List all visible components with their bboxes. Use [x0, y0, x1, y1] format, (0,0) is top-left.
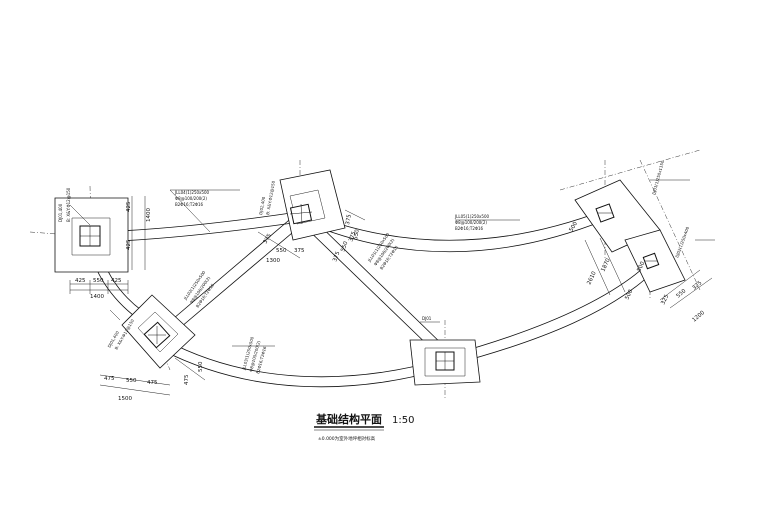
dim-left-3: 425	[111, 278, 122, 284]
dim-r-6: 325	[691, 280, 703, 292]
dim-r-5: 550	[675, 288, 687, 300]
pad-bottom	[409, 339, 481, 386]
dim-top-1: 375	[263, 232, 274, 245]
pad-label-dj01-left: DJ01,400	[58, 203, 63, 222]
pad-top	[279, 169, 346, 241]
dim-r-top-1: 500	[569, 220, 580, 233]
dim-r-8: 500	[636, 260, 646, 273]
axis-lines	[29, 149, 701, 400]
dim-r-2: 1870	[600, 257, 612, 273]
dim-left-7: 425	[126, 239, 132, 250]
dim-top-right-2: 550	[353, 228, 361, 240]
dim-top-7: 375	[348, 230, 357, 242]
dimension-lines	[69, 179, 715, 396]
dim-ll-4: 1500	[118, 396, 132, 402]
dim-top-right-1: 375	[345, 213, 353, 225]
drawing-title: 基础结构平面	[315, 412, 382, 426]
dim-left-4: 1400	[90, 294, 104, 300]
dim-ll-3: 475	[147, 380, 158, 386]
beam-jll04-stirrup: Φ8@100/200(2)	[175, 196, 207, 201]
drawing-scale: 1:50	[392, 415, 414, 426]
pad-right	[574, 179, 686, 293]
dim-r-7: 1200	[691, 310, 706, 324]
pad-label-dj02-right-b: DJ02(1)250x400	[674, 226, 690, 259]
beam-jll04-rebar: B2Φ16;T2Φ16	[175, 202, 204, 207]
drawing-note: ±0.000为室外地坪相对标高	[318, 435, 376, 442]
title-block: 基础结构平面 1:50 ±0.000为室外地坪相对标高	[314, 412, 414, 442]
dim-left-6: 1400	[146, 208, 152, 222]
dim-ll-2: 550	[126, 378, 137, 384]
dimension-text: 425 550 425 1400 425 1400 425 375 550 13…	[75, 201, 706, 402]
pad-lower-left	[121, 294, 196, 369]
grade-beams	[87, 207, 658, 388]
beam-jll05-name: JLL05(1)250x500	[454, 214, 489, 219]
beam-jll05-rebar: B2Φ16;T2Φ16	[455, 226, 484, 231]
dim-top-5: 375	[332, 250, 341, 262]
dim-top-4: 375	[294, 248, 305, 254]
pad-sub-dj01-left: B: X&Y:Φ12@150	[66, 187, 71, 222]
pad-label-dj01-right-a: DJ01(1)250x1150	[651, 160, 665, 196]
pad-label-dj02-top: DJ02,400	[258, 196, 266, 215]
dim-top-6: 550	[340, 240, 349, 252]
dim-top-3: 1300	[266, 258, 280, 264]
dim-top-2: 550	[276, 248, 287, 254]
dim-r-1: 2610	[586, 270, 598, 286]
dim-ll-6: 550	[198, 361, 204, 372]
dim-left-5: 425	[126, 201, 132, 212]
dim-r-4: 325	[660, 293, 670, 306]
beam-jll05-stirrup: Φ8@100/200(2)	[455, 220, 487, 225]
beam-jll04-name: JLL04(1)250x500	[174, 190, 209, 195]
dim-left-1: 425	[75, 278, 86, 284]
dim-ll-5: 475	[184, 374, 190, 385]
dim-r-3: 500	[624, 288, 634, 301]
pad-sub-dj02-top: B: X&Y:Φ12@150	[265, 180, 276, 215]
dim-ll-1: 475	[104, 376, 115, 382]
pad-left	[54, 197, 129, 273]
pad-label-dj01-bottom: DJ01	[422, 316, 432, 321]
dim-left-2: 550	[93, 278, 104, 284]
